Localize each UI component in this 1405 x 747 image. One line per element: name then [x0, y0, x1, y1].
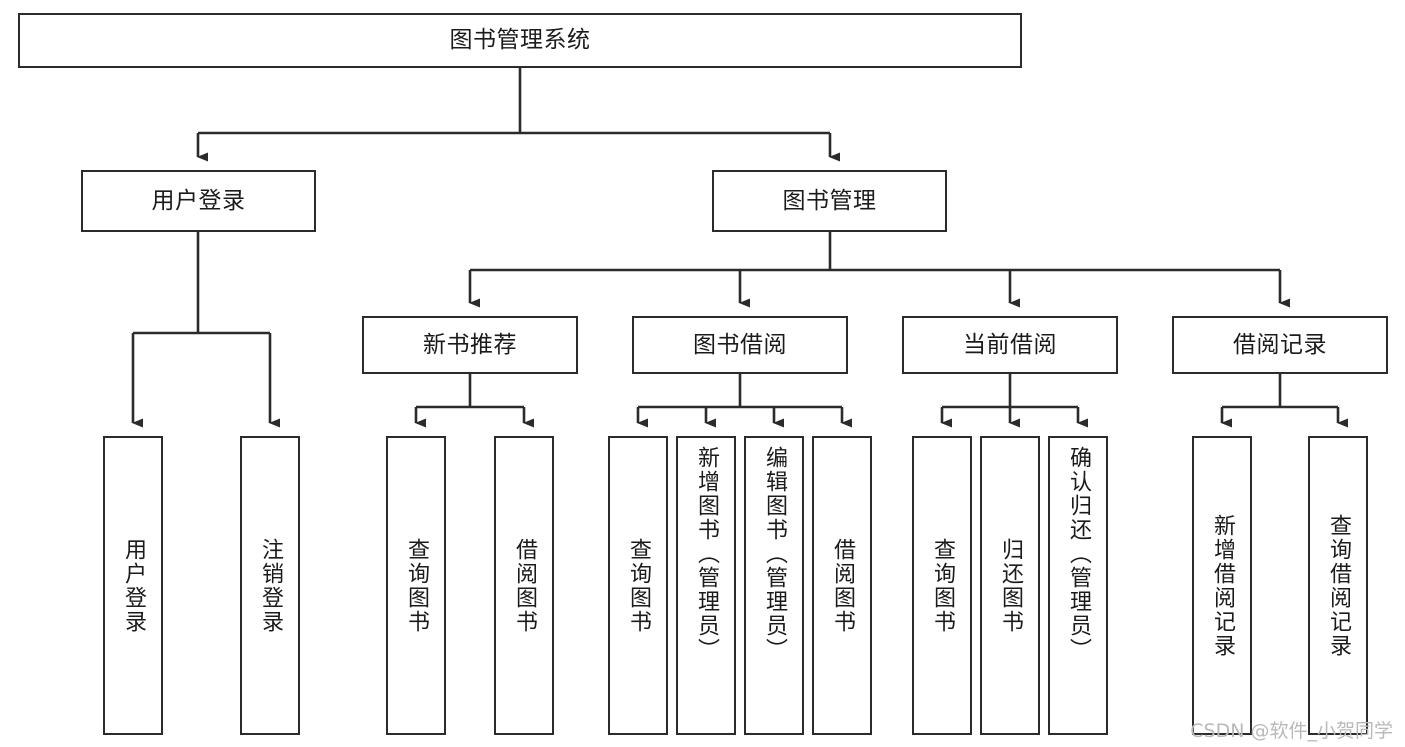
leaf-query-book-borrow[interactable]: 查询图书	[608, 436, 668, 735]
leaf-add-book-admin[interactable]: 新增图书（管理员）	[676, 436, 736, 735]
leaf-confirm-return-admin[interactable]: 确认归还（管理员）	[1048, 436, 1108, 735]
edges-user-login-to-leaves	[131, 232, 280, 428]
edges-book-borrow-to-leaves	[636, 374, 852, 428]
node-label: 图书管理系统	[449, 27, 591, 54]
node-label: 用户登录	[121, 537, 146, 634]
node-label: 编辑图书（管理员）	[762, 446, 787, 662]
node-label: 新增图书（管理员）	[694, 446, 719, 662]
node-label: 注销登录	[258, 537, 283, 634]
node-label: 新增借阅记录	[1210, 513, 1235, 658]
node-new-book-recommend[interactable]: 新书推荐	[362, 316, 578, 374]
leaf-borrow-book-recommend[interactable]: 借阅图书	[494, 436, 554, 735]
node-label: 查询图书	[626, 537, 651, 634]
node-label: 新书推荐	[423, 331, 517, 358]
node-label: 用户登录	[151, 187, 246, 214]
edges-borrow-records-to-leaves	[1220, 374, 1348, 428]
edges-root-to-level2	[196, 68, 840, 162]
node-label: 当前借阅	[963, 331, 1057, 358]
leaf-query-book-current[interactable]: 查询图书	[912, 436, 972, 735]
node-borrow-records[interactable]: 借阅记录	[1172, 316, 1388, 374]
leaf-return-book[interactable]: 归还图书	[980, 436, 1040, 735]
leaf-edit-book-admin[interactable]: 编辑图书（管理员）	[744, 436, 804, 735]
leaf-query-book-recommend[interactable]: 查询图书	[386, 436, 446, 735]
leaf-borrow-book-borrow[interactable]: 借阅图书	[812, 436, 872, 735]
node-book-management[interactable]: 图书管理	[712, 170, 947, 232]
node-label: 借阅图书	[830, 537, 855, 634]
leaf-logout[interactable]: 注销登录	[240, 436, 300, 735]
node-label: 确认归还（管理员）	[1066, 446, 1091, 662]
node-current-borrow[interactable]: 当前借阅	[902, 316, 1118, 374]
leaf-user-login[interactable]: 用户登录	[103, 436, 163, 735]
node-book-borrow[interactable]: 图书借阅	[632, 316, 848, 374]
node-label: 图书管理	[782, 187, 877, 214]
node-user-login[interactable]: 用户登录	[81, 170, 316, 232]
leaf-add-borrow-record[interactable]: 新增借阅记录	[1192, 436, 1252, 735]
node-label: 图书借阅	[693, 331, 787, 358]
node-label: 查询借阅记录	[1326, 513, 1351, 658]
node-label: 借阅记录	[1233, 331, 1327, 358]
edges-book-manage-to-level3	[468, 232, 1290, 308]
edges-new-book-to-leaves	[414, 374, 534, 428]
node-root-book-management-system[interactable]: 图书管理系统	[18, 13, 1022, 68]
node-label: 借阅图书	[512, 537, 537, 634]
node-label: 查询图书	[930, 537, 955, 634]
edges-current-borrow-to-leaves	[940, 374, 1088, 428]
node-label: 归还图书	[998, 537, 1023, 634]
node-label: 查询图书	[404, 537, 429, 634]
leaf-query-borrow-record[interactable]: 查询借阅记录	[1308, 436, 1368, 735]
